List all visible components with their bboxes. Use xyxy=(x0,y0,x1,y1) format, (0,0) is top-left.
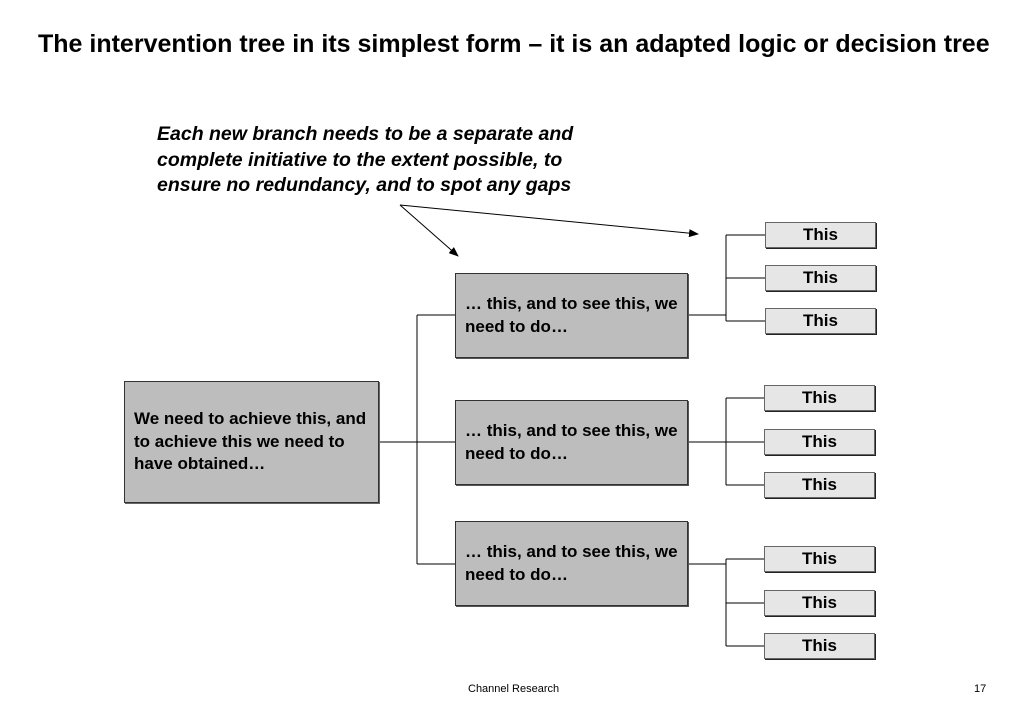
page-title: The intervention tree in its simplest fo… xyxy=(38,30,990,58)
leaf-box-9: This xyxy=(764,633,875,659)
leaf-box-6: This xyxy=(764,472,875,498)
branch-box-text: … this, and to see this, we need to do… xyxy=(465,294,678,336)
root-goal-box: We need to achieve this, and to achieve … xyxy=(124,381,379,503)
leaf-box-2: This xyxy=(765,265,876,291)
footer-source: Channel Research xyxy=(468,683,560,695)
leaf-box-5: This xyxy=(764,429,875,455)
annotation-arrow-to-branch xyxy=(399,204,459,257)
page-number: 17 xyxy=(974,683,987,695)
leaf-box-1: This xyxy=(765,222,876,248)
leaf-box-4: This xyxy=(764,385,875,411)
leaf-box-8: This xyxy=(764,590,875,616)
branch-box-3: … this, and to see this, we need to do… xyxy=(455,521,688,606)
annotation-note: Each new branch needs to be a separate a… xyxy=(157,123,574,196)
leaf-box-3: This xyxy=(765,308,876,334)
branch-box-2: … this, and to see this, we need to do… xyxy=(455,400,688,485)
annotation-arrow-to-leaves xyxy=(399,204,699,238)
root-goal-text: We need to achieve this, and to achieve … xyxy=(134,409,367,474)
leaf-box-7: This xyxy=(764,546,875,572)
branch-box-text: … this, and to see this, we need to do… xyxy=(465,542,678,584)
branch-box-1: … this, and to see this, we need to do… xyxy=(455,273,688,358)
branch-box-text: … this, and to see this, we need to do… xyxy=(465,421,678,463)
